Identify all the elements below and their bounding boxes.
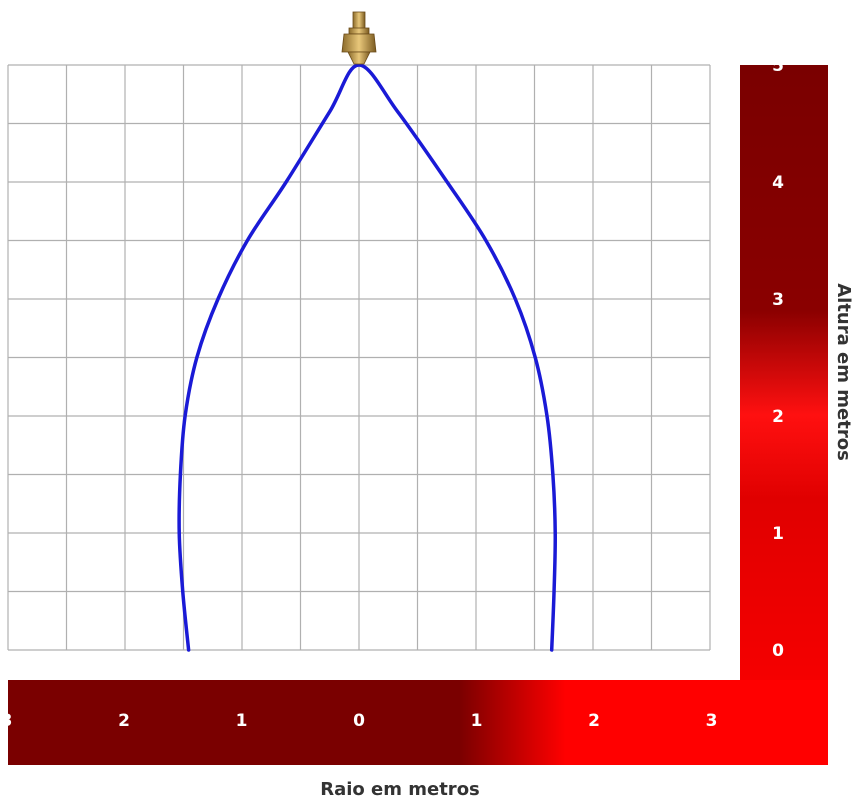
y-tick-label: 0 [772,641,784,661]
curve-layer [177,63,558,652]
height-axis-bar [740,65,828,765]
x-tick-label: 3 [1,711,13,731]
x-tick-label: 2 [588,711,600,731]
radius-axis-bar [8,680,828,765]
y-tick-label: 1 [772,524,784,544]
x-tick-labels: 3 2 1 0 1 2 3 [1,711,718,731]
y-tick-label: 4 [772,173,784,193]
x-tick-label: 1 [236,711,248,731]
x-tick-label: 0 [353,711,365,731]
grid [7,64,711,651]
x-axis-label: Raio em metros [320,779,480,800]
brass-nozzle-icon [341,11,377,65]
x-tick-label: 1 [471,711,483,731]
spray-trajectory-line [177,63,558,652]
y-axis-label: Altura em metros [833,283,854,461]
y-tick-label: 3 [772,290,784,310]
y-tick-label: 5 [772,56,784,76]
y-tick-label: 2 [772,407,784,427]
y-tick-labels: 5 4 3 2 1 0 [772,56,784,661]
x-tick-label: 2 [118,711,130,731]
x-tick-label: 3 [706,711,718,731]
